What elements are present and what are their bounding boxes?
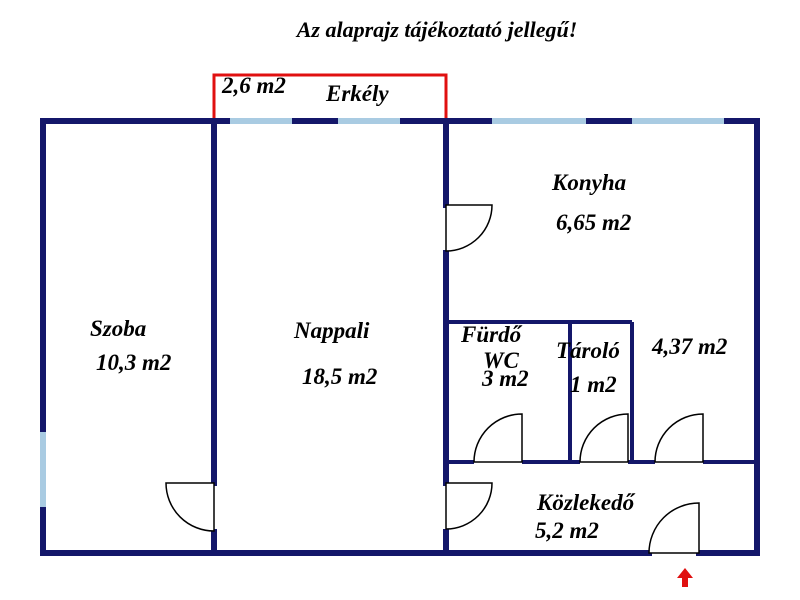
door-konyha <box>445 204 493 252</box>
door-nappali <box>445 482 493 530</box>
room-nappali-area: 18,5 m2 <box>302 364 377 389</box>
balcony-outline <box>212 73 448 120</box>
doors <box>165 204 704 554</box>
room-furdo-name-1: Fürdő <box>460 322 523 347</box>
interior-walls <box>211 118 757 556</box>
room-furdo-name-2: WC <box>483 348 519 373</box>
door-tarolo <box>579 413 629 463</box>
room-szoba-area: 10,3 m2 <box>96 350 171 375</box>
door-extra-room <box>654 413 704 463</box>
balcony-area: 2,6 m2 <box>221 73 286 98</box>
room-kozlekedo-name: Közlekedő <box>536 490 636 515</box>
door-furdo <box>473 413 523 463</box>
room-nappali-name: Nappali <box>293 318 370 343</box>
room-furdo-area: 3 m2 <box>481 366 529 391</box>
room-szoba-name: Szoba <box>90 316 146 341</box>
door-entrance <box>648 502 700 554</box>
balcony-name: Erkély <box>325 81 389 106</box>
outer-walls <box>40 118 760 556</box>
windows <box>40 118 724 507</box>
room-extra-area: 4,37 m2 <box>651 334 727 359</box>
room-konyha-area: 6,65 m2 <box>556 210 631 235</box>
plan-title: Az alaprajz tájékoztató jellegű! <box>295 17 578 42</box>
room-tarolo-name: Tároló <box>556 338 620 363</box>
room-konyha-name: Konyha <box>551 170 626 195</box>
door-szoba <box>165 482 215 532</box>
room-kozlekedo-area: 5,2 m2 <box>535 518 599 543</box>
room-tarolo-area: 1 m2 <box>570 372 617 397</box>
arrow-up-icon <box>677 568 693 587</box>
